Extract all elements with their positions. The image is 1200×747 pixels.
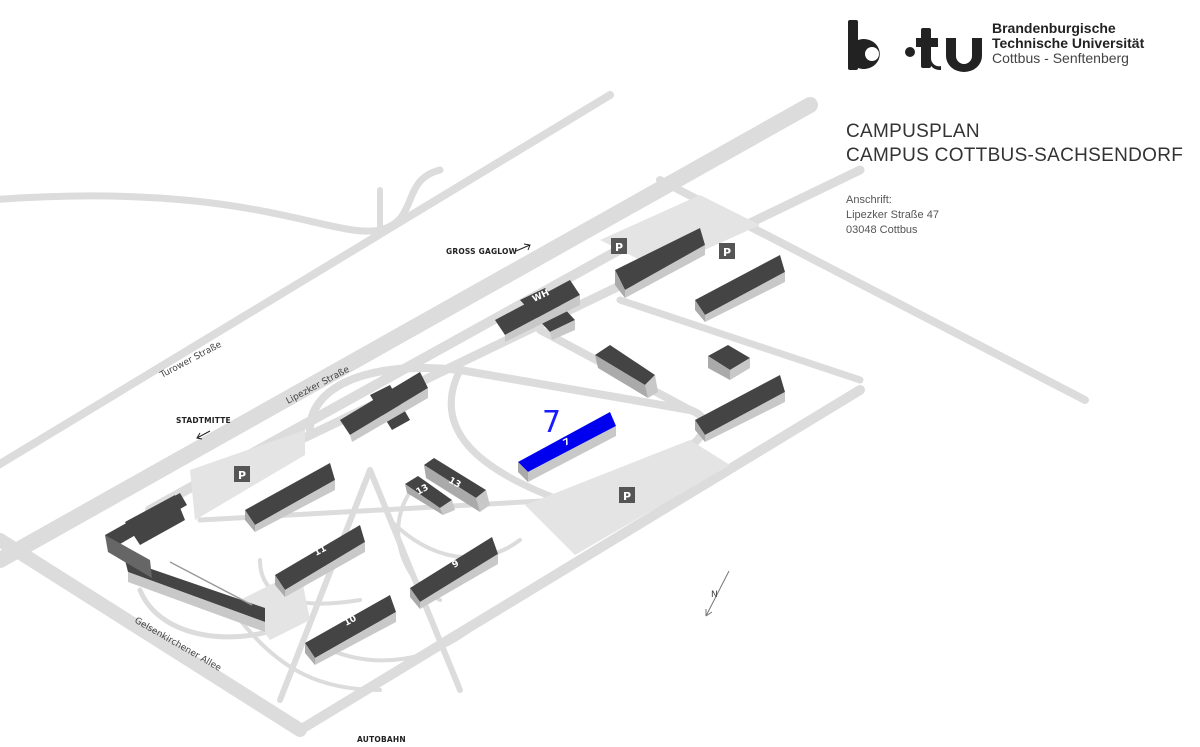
university-name: Brandenburgische Technische Universität … xyxy=(992,21,1144,66)
parking-icon xyxy=(611,238,627,254)
highlight-number: 7 xyxy=(542,405,561,440)
title-line1: CAMPUSPLAN xyxy=(846,121,980,142)
buildings: WH 7 7 13 13 xyxy=(105,228,785,665)
title-line2: CAMPUS COTTBUS-SACHSENDORF xyxy=(846,145,1184,166)
parking-label: P xyxy=(623,490,631,503)
building-7-highlight[interactable] xyxy=(518,412,616,472)
address-label: Anschrift: xyxy=(846,194,892,206)
address-city: 03048 Cottbus xyxy=(846,224,918,236)
parking-label: P xyxy=(238,469,246,482)
parking-markers: P P P P xyxy=(234,238,735,503)
parking-label: P xyxy=(615,241,623,254)
btu-logo-mark xyxy=(848,20,982,72)
address-street: Lipezker Straße 47 xyxy=(846,209,939,221)
university-name-line1: Brandenburgische xyxy=(992,20,1116,36)
map-title: CAMPUSPLAN CAMPUS COTTBUS-SACHSENDORF xyxy=(846,120,1183,168)
building-7-label: 7 xyxy=(562,437,572,449)
university-logo: Brandenburgische Technische Universität … xyxy=(846,18,1176,76)
university-name-line2: Technische Universität xyxy=(992,35,1145,51)
parking-label: P xyxy=(723,246,731,259)
parking-icon xyxy=(719,243,735,259)
building-9-label: 9 xyxy=(451,559,461,571)
parking-icon xyxy=(619,487,635,503)
compass-label: N xyxy=(711,590,718,600)
compass-icon: N xyxy=(705,570,730,617)
direction-stadtmitte: STADTMITTE xyxy=(176,416,231,425)
address-block: Anschrift: Lipezker Straße 47 03048 Cott… xyxy=(846,193,939,238)
direction-gross-gaglow: GROSS GAGLOW xyxy=(446,247,518,256)
university-name-line3: Cottbus - Senftenberg xyxy=(992,50,1129,66)
arrow-icon xyxy=(515,243,531,252)
parking-icon xyxy=(234,466,250,482)
direction-autobahn: AUTOBAHN xyxy=(357,735,406,744)
arrow-icon xyxy=(196,430,211,440)
